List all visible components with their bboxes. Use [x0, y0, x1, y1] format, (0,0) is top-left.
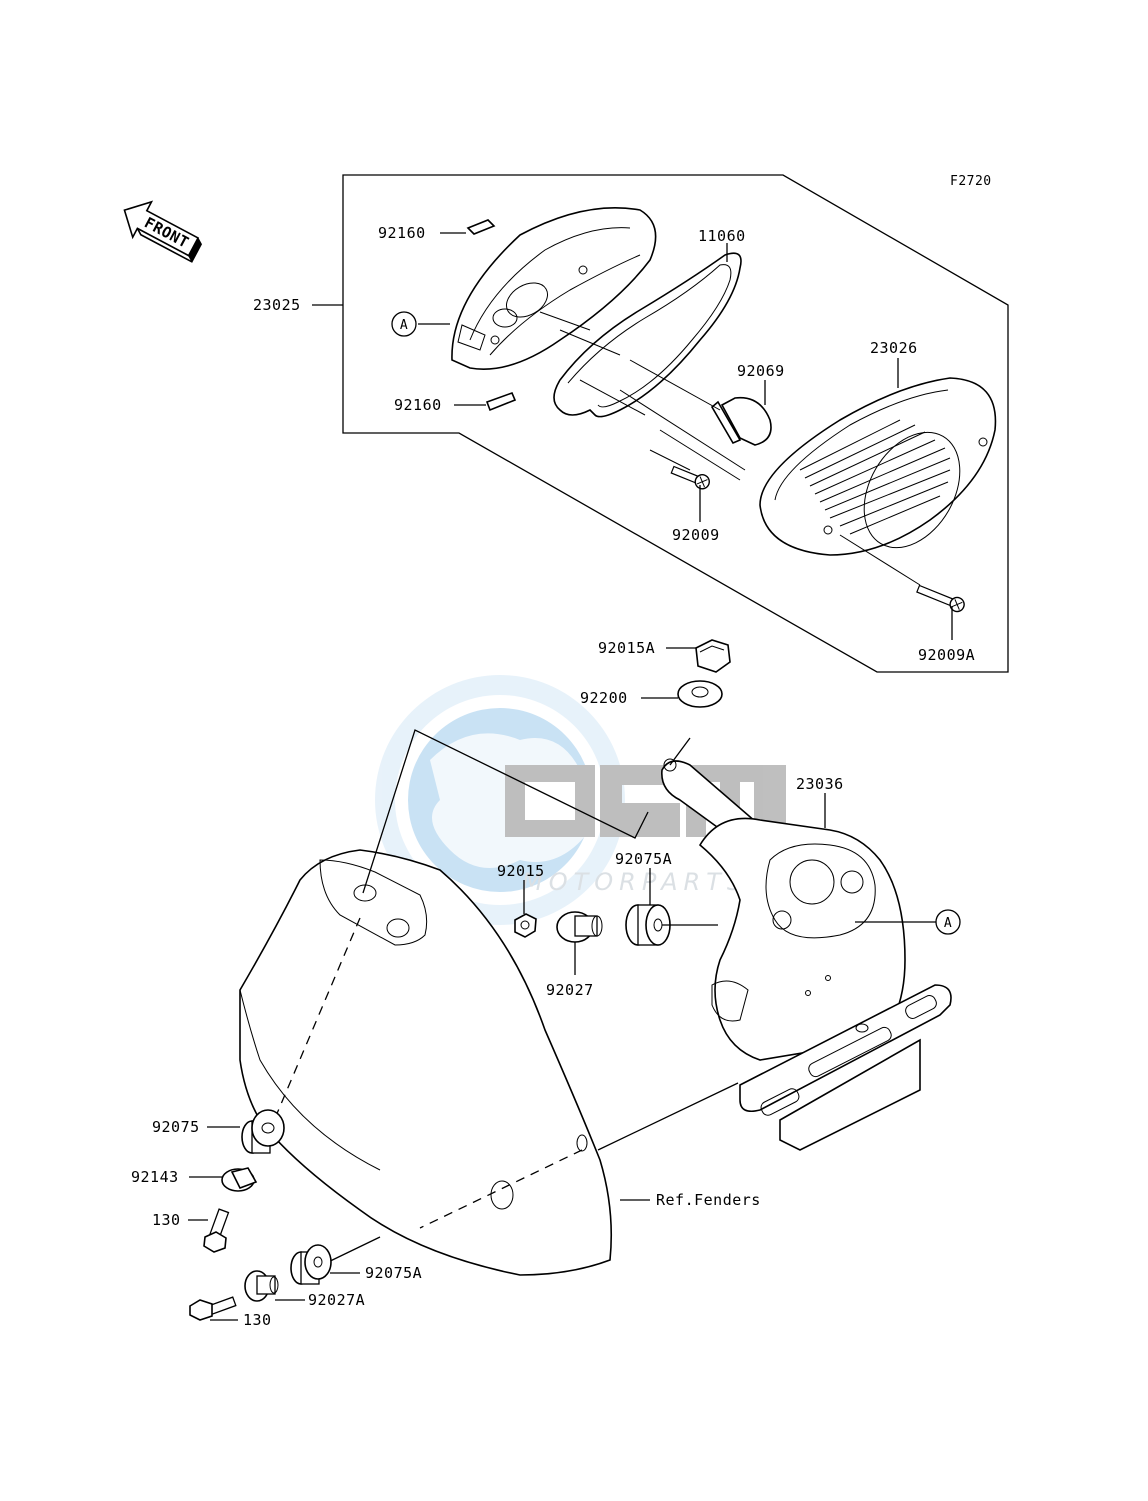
- label-92027a: 92027A: [308, 1291, 365, 1309]
- part-labels: 92160 11060 23025 23026 92069 92160 9200…: [131, 224, 975, 1329]
- dashed-lines: [269, 917, 583, 1229]
- label-ref-fenders: Ref.Fenders: [656, 1191, 761, 1209]
- label-92027: 92027: [546, 981, 594, 999]
- label-23026: 23026: [870, 339, 918, 357]
- leader-lines: [188, 232, 953, 1321]
- label-92160-bottom: 92160: [394, 396, 442, 414]
- svg-text:A: A: [400, 318, 408, 333]
- bulb: [710, 396, 772, 446]
- bolt-130-bottom: [189, 1296, 237, 1321]
- label-92143: 92143: [131, 1168, 179, 1186]
- grommet-92075a-bottom: [290, 1244, 332, 1285]
- label-92075: 92075: [152, 1118, 200, 1136]
- key-bottom: [485, 391, 517, 412]
- fender: [239, 849, 613, 1276]
- label-92160-top: 92160: [378, 224, 426, 242]
- figure-code: F2720: [950, 174, 992, 189]
- label-92069: 92069: [737, 362, 785, 380]
- label-92075a-top: 92075A: [615, 850, 672, 868]
- license-bracket: [661, 758, 952, 1151]
- mounting-lines: [321, 729, 739, 1266]
- key-top: [466, 219, 496, 235]
- label-92075a-bottom: 92075A: [365, 1264, 422, 1282]
- assembly-box-23025: [342, 174, 1009, 673]
- svg-text:A: A: [944, 916, 952, 931]
- collar-92027a: [244, 1270, 279, 1302]
- front-label: FRONT: [141, 213, 192, 251]
- label-11060: 11060: [698, 227, 746, 245]
- ref-marker-a-bottom: A: [935, 909, 961, 935]
- gasket: [553, 252, 742, 418]
- cap-nut: [695, 639, 731, 673]
- nut-92015: [514, 913, 537, 938]
- label-130-bottom: 130: [243, 1311, 272, 1329]
- guide-lines: [539, 311, 921, 586]
- label-92009a: 92009A: [918, 646, 975, 664]
- label-92009: 92009: [672, 526, 720, 544]
- grommet-92075: [241, 1109, 285, 1154]
- front-arrow-icon: FRONT: [123, 200, 202, 264]
- lamp-housing: [451, 207, 657, 370]
- lamp-lens: [759, 377, 997, 556]
- collar-92027: [556, 911, 603, 943]
- grommet-92075a-top: [625, 904, 671, 946]
- screw-92009: [670, 465, 710, 490]
- collar-92143: [221, 1167, 258, 1192]
- label-92015a: 92015A: [598, 639, 655, 657]
- label-92015: 92015: [497, 862, 545, 880]
- watermark-sub: MOTORPARTS: [522, 868, 748, 896]
- label-130-top: 130: [152, 1211, 181, 1229]
- screw-92009a: [916, 584, 965, 613]
- ref-marker-a-top: A: [391, 311, 417, 337]
- washer: [677, 680, 723, 708]
- label-23025: 23025: [253, 296, 301, 314]
- bolt-130-top: [203, 1208, 230, 1253]
- label-92200: 92200: [580, 689, 628, 707]
- label-23036: 23036: [796, 775, 844, 793]
